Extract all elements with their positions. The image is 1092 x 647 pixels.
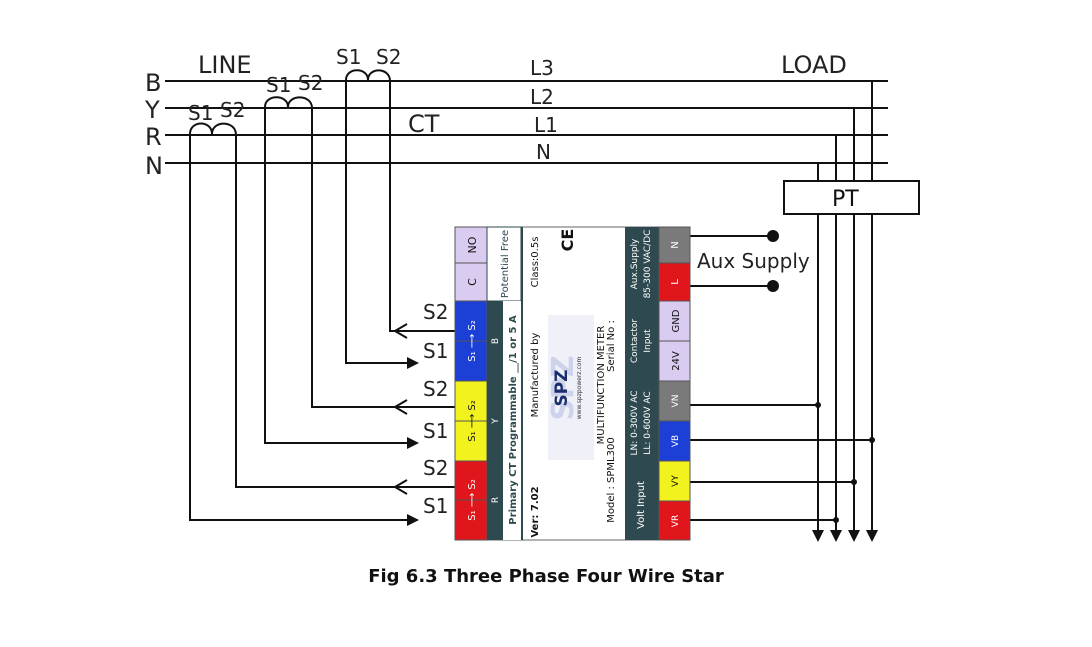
terminal-c-label: C (466, 278, 479, 286)
phase-label-r: R (145, 123, 162, 151)
ct-lead-r-s1 (189, 135, 419, 526)
ct-b-s2-label: S2 (376, 45, 401, 69)
terminal-aux-n-label: N (670, 241, 681, 248)
aux-supply-label: Aux Supply (697, 249, 810, 273)
ct-label: CT (408, 110, 440, 138)
ct-phase-r: R (491, 497, 501, 503)
aux-terminal-dot-l (767, 280, 779, 292)
voltage-spec-2: LL: 0-600V AC (643, 391, 653, 454)
brand-text: SPZ (546, 355, 581, 420)
ct-lead-y-s1 (264, 108, 419, 449)
brand-logo: SPZ SPZ www.spzpowerz.com (546, 315, 594, 460)
ct-y-s1-label: S1 (266, 73, 291, 97)
line-name-l3: L3 (530, 56, 554, 80)
line-name-l2: L2 (530, 85, 554, 109)
ce-mark: CE (558, 229, 577, 252)
line-name-n: N (536, 140, 551, 164)
ct-lead-y-s2 (311, 108, 407, 408)
terminal-ct-b-label: S₁ ⟶ S₂ (467, 320, 478, 361)
arrow-s2-b (393, 323, 455, 339)
brand-text-small: SPZ (552, 369, 572, 406)
arrow-label: S1 (423, 494, 448, 518)
terminal-aux-n (658, 226, 691, 264)
ct-phase-b: B (491, 338, 501, 344)
terminal-vn (658, 380, 691, 422)
terminal-ct-y-label: S₁ ⟶ S₂ (467, 400, 478, 441)
arrow-s2-y (393, 399, 455, 415)
arrow-label: S1 (423, 339, 448, 363)
voltage-spec-1: LN: 0-300V AC (630, 390, 640, 455)
arrow-label: S2 (423, 456, 448, 480)
terminal-vb-label: VB (671, 435, 681, 447)
load-label: LOAD (781, 51, 847, 79)
ct-coil-y (264, 96, 313, 109)
ct-r-s1-label: S1 (188, 101, 213, 125)
terminal-vy-label: VY (671, 475, 681, 487)
terminal-c (454, 262, 488, 302)
ct-y-s2-label: S2 (298, 71, 323, 95)
relay-label: Potential Free (500, 230, 511, 298)
version-text: Ver: 7.02 (530, 486, 541, 537)
ct-coil-r (189, 122, 237, 136)
line-name-l1: L1 (534, 113, 558, 137)
junction-dot (869, 437, 875, 443)
line-label: LINE (198, 51, 252, 79)
phase-label-n: N (145, 152, 163, 180)
model-text: Model : SPML300 (606, 437, 617, 522)
arrow-label: S1 (423, 419, 448, 443)
ct-r-s2-label: S2 (220, 98, 245, 122)
terminal-no (454, 226, 488, 264)
aux-spec-2: 85-300 VAC/DC (643, 230, 653, 299)
junction-dot (815, 402, 821, 408)
arrow-label: S2 (423, 300, 448, 324)
terminal-24v-label: 24V (671, 351, 682, 371)
figure-caption: Fig 6.3 Three Phase Four Wire Star (368, 566, 724, 587)
meter-title: MULTIFUNCTION METER (596, 326, 607, 445)
junction-dot (833, 517, 839, 523)
contactor-label-1: Contactor (630, 319, 640, 364)
ct-phase-y: Y (491, 418, 501, 425)
ct-b-s1-label: S1 (336, 45, 361, 69)
terminal-aux-l (658, 262, 691, 302)
ct-coil-b (345, 69, 391, 82)
terminal-no-label: NO (466, 236, 479, 253)
aux-spec-1: Aux.Supply (630, 238, 640, 289)
volt-input-label: Volt Input (636, 481, 647, 529)
terminal-vr (658, 500, 691, 541)
contactor-label-2: Input (643, 329, 653, 353)
terminal-vn-label: VN (671, 395, 681, 408)
ct-lead-b-s1 (345, 81, 419, 369)
terminal-aux-l-label: L (670, 279, 681, 285)
pt-box (783, 180, 920, 215)
terminal-ct-r-label: S₁ ⟶ S₂ (467, 479, 478, 520)
ct-lead-r-s2 (235, 135, 407, 488)
ct-programmable-label: Primary CT Programmable __/1 or 5 A (508, 315, 519, 525)
arrow-label: S2 (423, 377, 448, 401)
terminal-gnd (658, 300, 691, 342)
class-text: Class:0.5s (530, 237, 541, 288)
manufactured-by: Manufactured by (530, 333, 541, 418)
terminal-24v (658, 340, 691, 382)
serial-text: Serial No : (606, 320, 617, 372)
terminal-vb (658, 420, 691, 462)
terminal-gnd-label: GND (671, 309, 682, 332)
pt-label: PT (832, 187, 859, 212)
aux-terminal-dot-n (767, 230, 779, 242)
website-text: www.spzpowerz.com (576, 357, 583, 420)
meter-body: NO C S₁ ⟶ S₂ S₁ ⟶ S₂ S₁ ⟶ S₂ Potential F… (454, 226, 691, 541)
phase-label-y: Y (144, 96, 160, 124)
phase-label-b: B (145, 69, 161, 97)
junction-dot (851, 479, 857, 485)
terminal-vr-label: VR (671, 515, 681, 527)
ct-lead-b-s2 (389, 81, 407, 332)
arrow-s2-r (393, 479, 455, 495)
